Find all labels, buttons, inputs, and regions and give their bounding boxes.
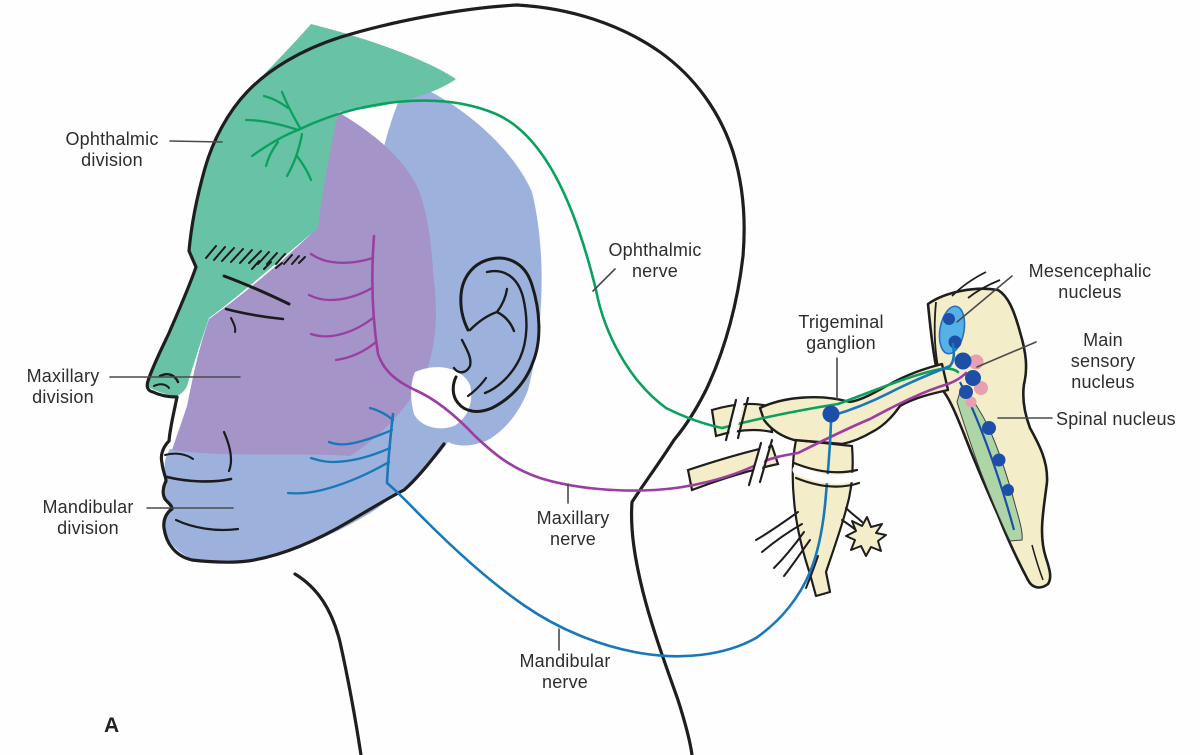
spinal-dot-2	[992, 453, 1006, 467]
label-mesencephalic-nucleus: Mesencephalic nucleus	[1028, 261, 1152, 303]
brainstem-top-stalk-lines	[951, 271, 1001, 299]
skull-back-outline	[515, 3, 746, 755]
below-ear-white-notch	[411, 367, 472, 429]
spinal-dot-1	[982, 421, 996, 435]
ophthalmic-division-pointer	[169, 140, 223, 143]
ear-inner-helix	[483, 269, 528, 395]
mandibular-jaw-branches	[286, 406, 395, 495]
closed-eye-lash-line	[224, 307, 285, 321]
label-ophthalmic-division: Ophthalmic division	[65, 129, 159, 171]
nostril	[158, 373, 180, 384]
label-mandibular-division: Mandibular division	[42, 497, 134, 539]
mandibular-region	[164, 82, 542, 562]
nose-wing	[153, 383, 170, 389]
label-spinal-nucleus: Spinal nucleus	[1056, 409, 1176, 429]
nasolabial-fold	[222, 430, 233, 473]
maxillary-cut-slash-1	[747, 441, 763, 487]
label-ophthalmic-nerve: Ophthalmic nerve	[608, 240, 702, 282]
maxillary-nerve-main	[371, 234, 968, 492]
label-trigeminal-ganglion: Trigeminal ganglion	[798, 312, 884, 354]
chin-crease	[174, 518, 240, 532]
ophthalmic-nerve-pointer	[592, 268, 616, 292]
nerve-cut-marks	[724, 395, 861, 488]
ear-front-edge	[459, 260, 484, 332]
mandibular-to-mesencephalic	[829, 342, 956, 418]
main-sensory-dot-2	[965, 370, 981, 386]
panel-letter: A	[104, 714, 120, 737]
ganglion-cell-body-dot	[822, 405, 840, 423]
front-neck-outline	[293, 572, 363, 755]
mouth-line	[165, 475, 233, 483]
main-sensory-nucleus-pointer	[976, 341, 1037, 368]
brainstem	[926, 271, 1052, 589]
head-outline	[145, 3, 746, 755]
ear	[451, 256, 541, 413]
eye-inner-corner	[230, 317, 237, 333]
ophthalmic-nerve-line	[244, 90, 960, 430]
label-mandibular-nerve: Mandibular nerve	[519, 651, 611, 693]
ear-tragus	[452, 338, 472, 374]
maxillary-root-tube	[686, 444, 780, 492]
maxillary-cut-slash-2	[758, 438, 774, 484]
closed-eye-upper-lid	[222, 274, 291, 306]
ophthalmic-forehead-branches	[244, 90, 313, 182]
ear-lobe-line	[466, 376, 488, 398]
mandibular-cut-line-1	[792, 461, 859, 474]
dermatome-regions	[146, 24, 542, 562]
ear-antihelix	[468, 287, 516, 333]
spinal-dot-3	[1002, 484, 1014, 496]
mandibular-nerve-main	[385, 412, 833, 658]
main-sensory-dot-1	[954, 352, 972, 370]
nucleus-dots	[943, 313, 1014, 496]
face-profile-outline	[145, 3, 519, 564]
ophthalmic-cut-slash-2	[736, 396, 750, 440]
main-sensory-dot-3	[959, 385, 973, 399]
mesencephalic-dot-1	[943, 313, 955, 325]
maxillary-cheek-branches	[307, 252, 378, 362]
ganglion-body-and-bundle	[758, 362, 950, 446]
maxillary-nerve-line	[307, 234, 968, 492]
maxillary-region	[172, 112, 436, 456]
facial-features	[153, 245, 306, 532]
mesencephalic-nucleus-pointer	[956, 275, 1013, 323]
label-maxillary-nerve: Maxillary nerve	[536, 508, 610, 550]
ophthalmic-region	[146, 24, 457, 396]
otic-ganglion-star	[845, 516, 887, 557]
label-main-sensory-nucleus: Main sensory nucleus	[1070, 330, 1136, 393]
label-pointer-lines	[109, 140, 1053, 651]
ophthalmic-nerve-main	[296, 99, 960, 430]
upper-lip-crease	[164, 452, 194, 460]
label-maxillary-division: Maxillary division	[26, 366, 100, 408]
brainstem-tail-inner-line	[1031, 544, 1044, 581]
ear-outer-helix	[451, 256, 541, 413]
mesencephalic-dot-2	[948, 335, 962, 349]
mandibular-nerve-line	[286, 342, 956, 658]
eyebrow-hatching	[205, 245, 306, 270]
mandibular-cut-line-2	[794, 476, 861, 488]
ophthalmic-cut-slash-1	[724, 398, 738, 442]
